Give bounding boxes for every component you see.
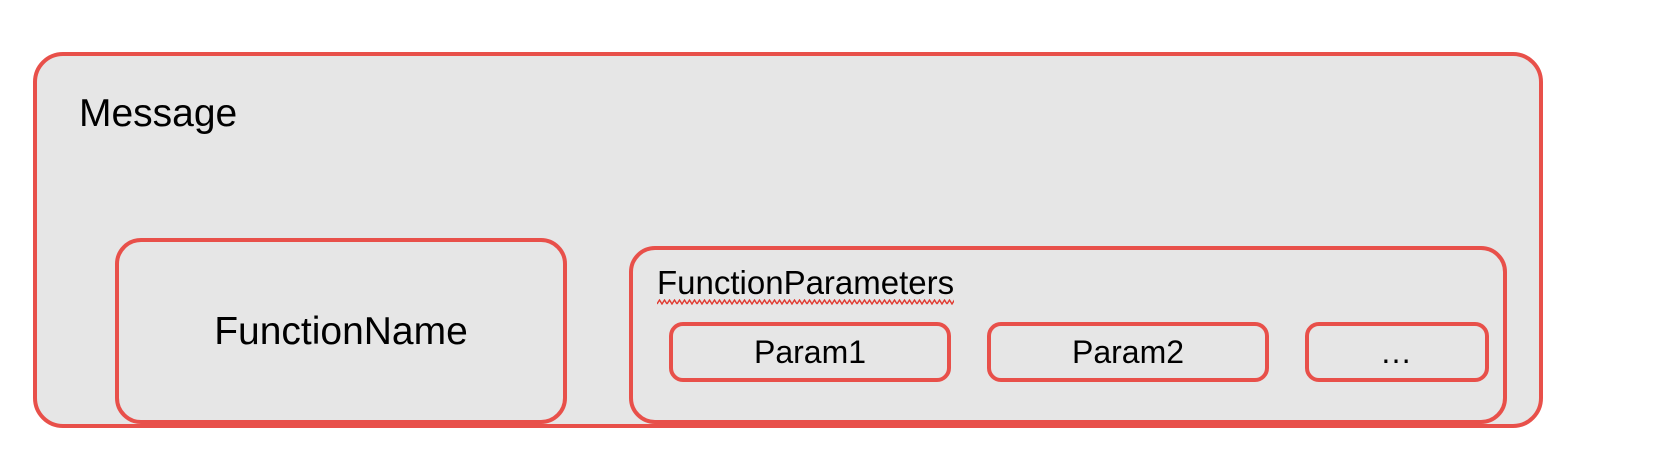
param-label-param2: Param2 [1071,334,1185,370]
param-box-param2: Param2 [987,322,1269,382]
message-box: Message FunctionName FunctionParameters … [33,52,1543,428]
function-name-box: FunctionName [115,238,567,424]
function-parameters-label: FunctionParameters [657,266,955,305]
function-name-label: FunctionName [214,309,468,353]
param-box-ellipsis: … [1305,322,1489,382]
param-box-param1: Param1 [669,322,951,382]
function-parameters-box: FunctionParameters Param1 Param2 … [629,246,1507,424]
message-label: Message [79,92,238,135]
param-label-param1: Param1 [753,334,867,370]
param-label-ellipsis: … [1380,334,1414,370]
